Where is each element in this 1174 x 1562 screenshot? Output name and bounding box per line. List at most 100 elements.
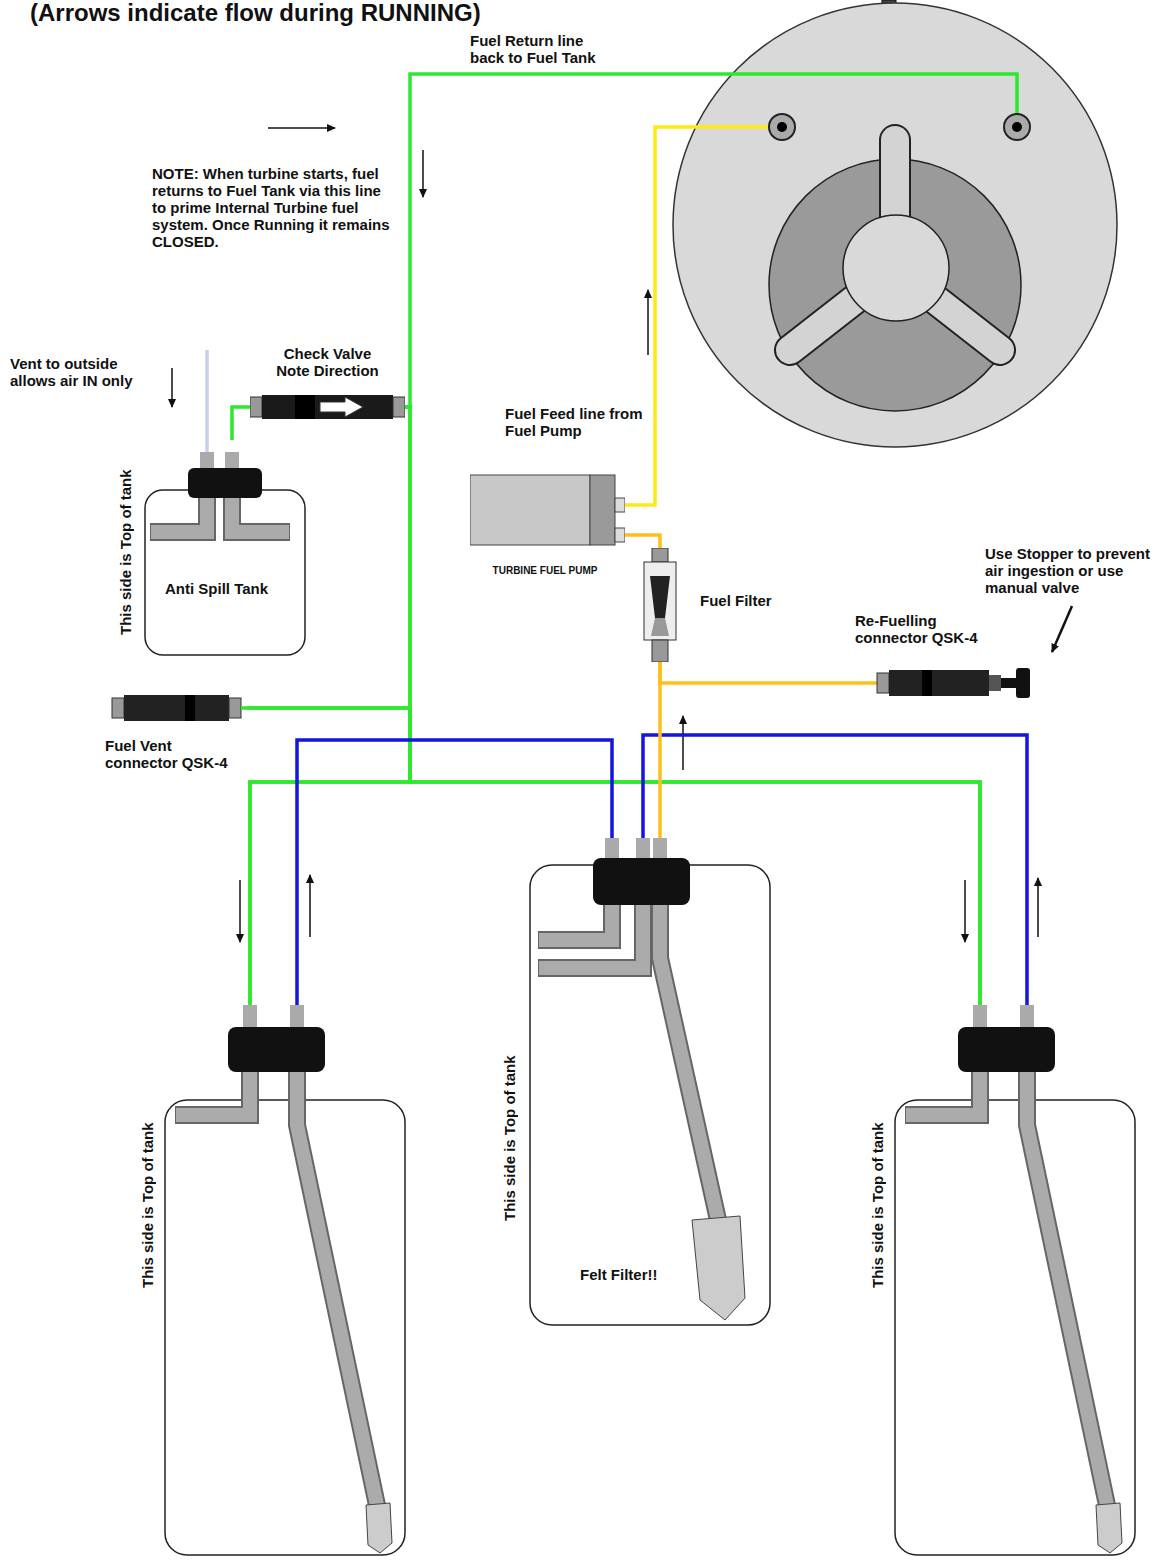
- tank-stub: [1020, 1005, 1034, 1029]
- note-label: Fuel Feed line from Fuel Pump: [505, 405, 645, 439]
- tank-pipe: [297, 1072, 378, 1510]
- filter-element: [651, 618, 669, 636]
- turbine-core: [843, 215, 949, 321]
- felt-filter: [692, 1216, 745, 1320]
- fuel-stub: [241, 706, 247, 710]
- flow-arrow: [964, 880, 966, 942]
- tank-pipe: [1027, 1072, 1108, 1510]
- tank-stub: [290, 1005, 304, 1029]
- flow-arrow: [1037, 878, 1039, 937]
- valve-body: [262, 395, 393, 419]
- pointer-arrow: [1052, 606, 1072, 652]
- tank-cap: [958, 1027, 1055, 1072]
- connector-body: [124, 695, 229, 721]
- tank-pipe: [297, 1072, 378, 1510]
- anti-spill-tank: This side is Top of tankAnti Spill Tank: [112, 440, 310, 658]
- turbine-spokes: [790, 140, 1000, 350]
- clunk: [1096, 1503, 1122, 1553]
- tank-stub: [636, 838, 650, 860]
- tank-stub: [653, 838, 667, 860]
- filter-element: [650, 576, 670, 618]
- tank-pipe: [538, 905, 612, 940]
- fuel-line: [658, 662, 662, 838]
- fitting: [393, 397, 405, 417]
- flow-arrow: [239, 880, 241, 942]
- flow-arrow: [171, 368, 173, 407]
- tank-pipe: [660, 905, 718, 1220]
- fuel-tank: This side is Top of tank: [130, 1005, 410, 1557]
- orientation-note: This side is Top of tank: [116, 452, 136, 652]
- flow-arrow: [682, 716, 684, 770]
- tank-cap: [228, 1027, 325, 1072]
- port: [1004, 114, 1030, 140]
- main-tank-shape: [495, 838, 775, 1328]
- tank-pipe: [660, 905, 718, 1220]
- filter-body: [644, 562, 676, 640]
- refuel-connector: Re-Fuelling connector QSK-4: [852, 612, 1038, 702]
- orientation-note: This side is Top of tank: [868, 1090, 888, 1320]
- note-label: NOTE: When turbine starts, fuel returns …: [152, 165, 397, 250]
- tank-cap: [593, 858, 690, 905]
- diagram-title: (Arrows indicate flow during RUNNING): [30, 0, 481, 26]
- connector-band: [185, 695, 195, 721]
- flow-arrow: [268, 127, 335, 129]
- fitting: [112, 698, 124, 718]
- tank-pipe: [150, 498, 207, 532]
- filter-note: Felt Filter!!: [580, 1266, 658, 1283]
- pump-head: [590, 475, 615, 545]
- stopper: [989, 675, 1001, 691]
- port: [1012, 122, 1022, 132]
- tank-stub: [605, 838, 619, 860]
- orientation-note: This side is Top of tank: [138, 1090, 158, 1320]
- fuel-line: [247, 708, 980, 1005]
- fuel-tank-shape: [130, 1005, 410, 1557]
- direction-arrow: [320, 397, 363, 417]
- tank-stub: [200, 452, 214, 470]
- fuel-lines: [207, 74, 1017, 505]
- note-label: Vent to outside allows air IN only: [10, 355, 160, 389]
- vent-line: [205, 350, 209, 452]
- flow-arrow: [422, 150, 424, 197]
- fitting: [877, 673, 889, 693]
- valve-band: [295, 395, 315, 419]
- vent-connector: Fuel Vent connector QSK-4: [105, 693, 247, 781]
- pump-body: [470, 475, 590, 545]
- tank-pipe: [538, 905, 643, 968]
- note-label: Fuel Return line back to Fuel Tank: [470, 32, 620, 66]
- flow-arrow: [309, 875, 311, 937]
- main-tank: This side is Top of tankFelt Filter!!: [495, 838, 775, 1328]
- pump-label: TURBINE FUEL PUMP: [470, 565, 620, 577]
- tank-pipe: [539, 905, 612, 940]
- tank-pipe: [232, 498, 290, 532]
- flow-arrows: [172, 128, 1072, 942]
- connector-band: [922, 670, 932, 696]
- port: [777, 122, 787, 132]
- filter-label: Fuel Filter: [700, 592, 772, 609]
- connector-body: [889, 670, 989, 696]
- fitting: [250, 397, 262, 417]
- anti-spill-tank-shape: [112, 440, 310, 658]
- tank-pipe: [906, 1072, 980, 1115]
- fuel-line: [232, 407, 250, 440]
- fuel-line: [247, 708, 410, 1005]
- tank-body: [530, 865, 770, 1325]
- return-line: [410, 74, 1017, 407]
- feed-line: [625, 127, 782, 505]
- fuel-line: [660, 662, 852, 683]
- tank-pipe: [151, 498, 207, 532]
- turbine-ports: [769, 114, 1030, 140]
- tank-pipe: [1027, 1072, 1108, 1510]
- pump-port: [615, 498, 625, 512]
- tank-name: Anti Spill Tank: [165, 580, 268, 597]
- tank-pipe: [175, 1072, 250, 1115]
- stopper: [1016, 668, 1030, 698]
- tank-pipe: [176, 1072, 250, 1115]
- fitting: [229, 698, 241, 718]
- connector-label: Fuel Vent connector QSK-4: [105, 737, 245, 771]
- valve-label: Check Valve Note Direction: [250, 345, 405, 379]
- pump-port: [615, 528, 625, 542]
- tank-pipe: [539, 905, 643, 968]
- turbine-casing: [673, 3, 1117, 447]
- orientation-note: This side is Top of tank: [500, 1028, 520, 1248]
